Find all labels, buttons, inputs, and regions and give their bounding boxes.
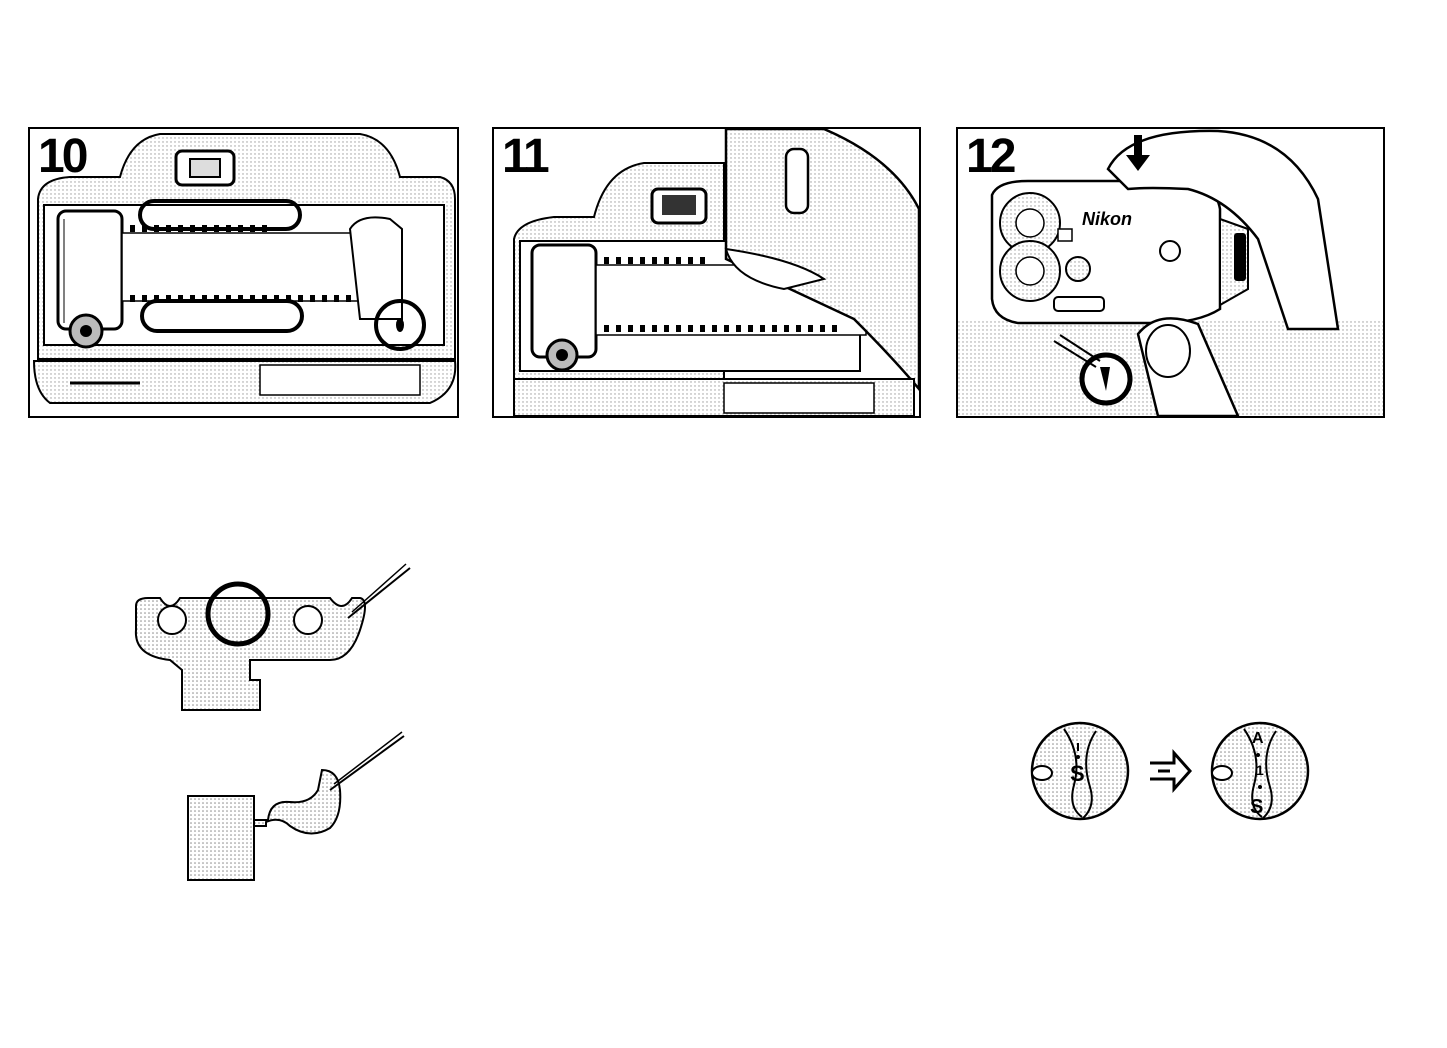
step-number: 11 [502,131,547,183]
dial-mark: S [1070,761,1085,786]
brand-logo: Nikon [1082,209,1132,229]
step-number: 12 [966,131,1013,183]
step-11-illustration: 11 [492,127,921,418]
frame-counter-dial-transition: S A 1 S [1020,715,1320,840]
closing-back-cover-illustration [494,129,919,416]
step-12-illustration: 12 Nikon [956,127,1385,418]
film-rail-closeup-top [120,560,420,725]
step-10-illustration: 10 [28,127,459,418]
transition-arrow-icon [1150,753,1190,789]
step-number: 10 [38,131,85,183]
dial-mark-mid: 1 [1256,762,1264,778]
dial-after: A 1 S [1212,723,1308,819]
dial-mark-top: A [1252,730,1264,747]
film-rail-closeup-bottom [170,730,420,895]
dial-mark-bottom: S [1250,796,1263,818]
camera-top-plate-illustration: Nikon [958,129,1383,416]
camera-back-open-illustration [30,129,457,416]
dial-before: S [1032,723,1128,819]
